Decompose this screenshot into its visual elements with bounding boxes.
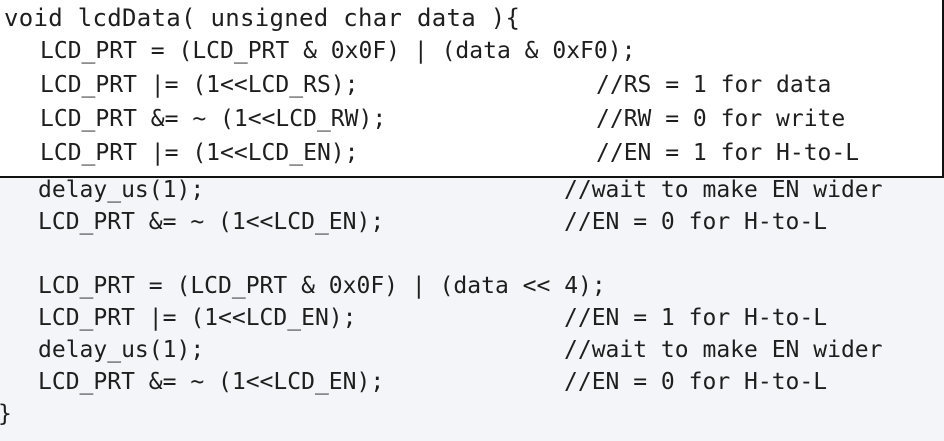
- code-line-9: LCD_PRT |= (1<<LCD_EN);: [38, 305, 357, 331]
- comment-line-10: //wait to make EN wider: [564, 337, 883, 363]
- code-line-10: delay_us(1);: [38, 337, 205, 363]
- code-line-2: LCD_PRT |= (1<<LCD_RS);: [40, 72, 359, 98]
- comment-line-6: //EN = 0 for H-to-L: [564, 209, 828, 235]
- comment-line-5: //wait to make EN wider: [564, 178, 883, 203]
- code-line-3: LCD_PRT &= ~ (1<<LCD_RW);: [40, 106, 387, 132]
- comment-line-4: //EN = 1 for H-to-L: [596, 140, 860, 166]
- code-line-11: LCD_PRT &= ~ (1<<LCD_EN);: [38, 369, 385, 395]
- code-line-8: LCD_PRT = (LCD_PRT & 0x0F) | (data << 4)…: [38, 273, 606, 299]
- comment-line-3: //RW = 0 for write: [596, 106, 846, 132]
- code-panel-top: void lcdData( unsigned char data ){ LCD_…: [0, 0, 944, 176]
- panel-divider: [0, 176, 944, 178]
- code-panel-bottom: delay_us(1); //wait to make EN wider LCD…: [0, 178, 944, 441]
- code-line-1: LCD_PRT = (LCD_PRT & 0x0F) | (data & 0xF…: [40, 38, 636, 64]
- code-line-5: delay_us(1);: [38, 178, 205, 203]
- comment-line-2: //RS = 1 for data: [596, 72, 832, 98]
- closing-brace: }: [0, 400, 12, 428]
- code-line-6: LCD_PRT &= ~ (1<<LCD_EN);: [38, 209, 385, 235]
- comment-line-9: //EN = 1 for H-to-L: [564, 305, 828, 331]
- comment-line-11: //EN = 0 for H-to-L: [564, 369, 828, 395]
- code-line-4: LCD_PRT |= (1<<LCD_EN);: [40, 140, 359, 166]
- function-signature: void lcdData( unsigned char data ){: [4, 4, 521, 32]
